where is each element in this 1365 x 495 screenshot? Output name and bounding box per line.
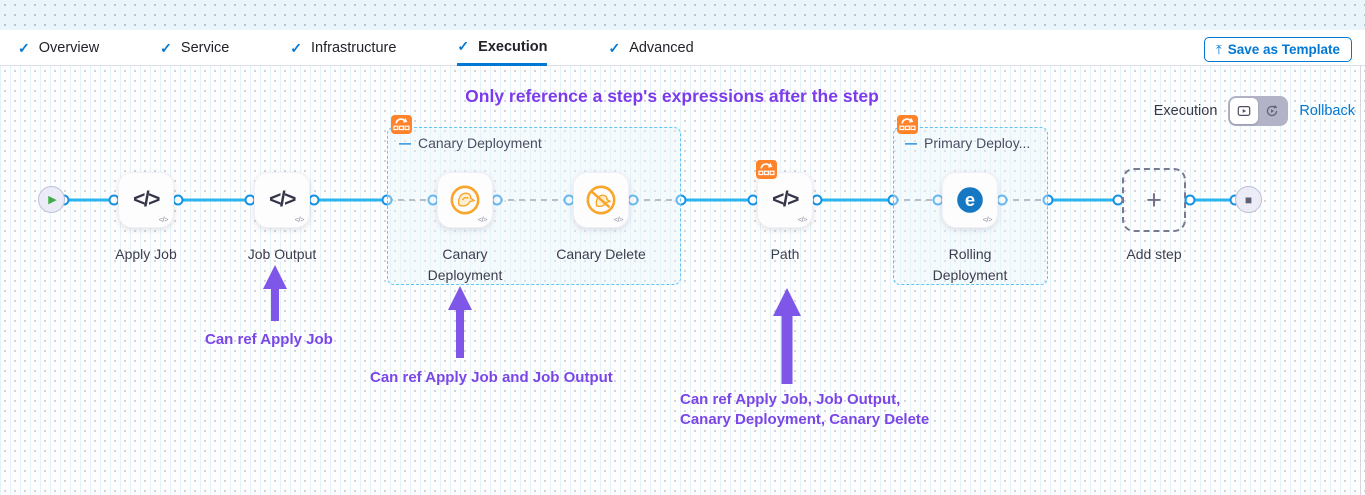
execution-rollback-toggle[interactable] (1228, 96, 1289, 126)
rollback-view-icon (1267, 105, 1278, 117)
tab-execution[interactable]: ✓ Execution (457, 30, 548, 66)
add-step-button[interactable]: + (1122, 168, 1186, 232)
annotation-title: Only reference a step's expressions afte… (465, 86, 879, 106)
code-badge-icon: </> (477, 215, 488, 224)
step-label: Job Output (247, 246, 317, 262)
step-path[interactable]: </> </> (756, 160, 813, 228)
code-icon: </> (133, 188, 160, 211)
code-badge-icon: </> (982, 215, 993, 224)
step-group-icon (897, 115, 918, 134)
annotation-note-2: Can ref Apply Job and Job Output (370, 369, 613, 386)
code-icon: </> (269, 188, 296, 211)
canvas-top-margin (0, 0, 1365, 30)
step-group-icon (391, 115, 412, 134)
step-label: Apply Job (115, 246, 177, 262)
group-name: Primary Deploy... (924, 135, 1031, 151)
tab-label: Overview (38, 40, 100, 56)
pipeline-connectors (58, 194, 1241, 206)
annotation-note-3: Can ref Apply Job, Job Output, Canary De… (680, 390, 929, 429)
check-icon: ✓ (608, 39, 621, 56)
pipeline-canvas[interactable]: Only reference a step's expressions afte… (0, 66, 1365, 495)
plus-icon: + (1146, 184, 1162, 215)
step-label: Path (770, 246, 800, 262)
tab-overview[interactable]: ✓ Overview (18, 30, 99, 66)
check-icon: ✓ (290, 39, 302, 56)
step-label: Canary Delete (556, 246, 646, 262)
step-group-icon (756, 160, 777, 179)
execution-view-icon (1238, 106, 1251, 116)
group-name: Canary Deployment (418, 135, 542, 151)
step-rolling-deployment[interactable]: e </> (942, 172, 998, 228)
save-as-template-label: Save as Template (1227, 42, 1340, 57)
pipeline-end-node[interactable]: ■ (1235, 186, 1262, 213)
step-job-output[interactable]: </> </> (254, 172, 310, 228)
collapse-icon[interactable]: — (905, 136, 917, 150)
stage-tab-bar: ✓ Overview ✓ Service ✓ Infrastructure ✓ … (0, 30, 1365, 66)
tab-label: Service (180, 40, 230, 56)
check-icon: ✓ (18, 39, 30, 56)
check-icon: ✓ (160, 39, 172, 56)
execution-toggle-row: Execution Rollback (1154, 94, 1355, 128)
svg-text:e: e (965, 189, 975, 210)
step-apply-job[interactable]: </> </> (118, 172, 174, 228)
scrollbar[interactable] (1360, 66, 1361, 495)
canary-delete-icon (586, 185, 616, 215)
step-label: Rolling Deployment (932, 246, 1008, 283)
tab-label: Execution (478, 38, 548, 55)
save-as-template-button[interactable]: ⤒ Save as Template (1203, 37, 1352, 62)
step-canary-deployment[interactable]: </> (437, 172, 493, 228)
tab-service[interactable]: ✓ Service (160, 30, 229, 66)
code-icon: </> (772, 188, 799, 211)
tab-advanced[interactable]: ✓ Advanced (608, 30, 693, 66)
play-icon: ▶ (48, 194, 57, 206)
add-step-label: Add step (1126, 246, 1182, 262)
collapse-icon[interactable]: — (399, 136, 411, 150)
pipeline-start-node[interactable]: ▶ (38, 186, 65, 213)
annotation-arrow-up (263, 265, 287, 321)
step-group-canary-deployment[interactable]: — Canary Deployment (387, 115, 681, 285)
annotation-arrow-up (448, 286, 472, 358)
code-badge-icon: </> (797, 215, 808, 224)
rolling-deployment-icon: e (957, 187, 983, 213)
tab-infrastructure[interactable]: ✓ Infrastructure (290, 30, 396, 66)
annotation-note-1: Can ref Apply Job (205, 331, 333, 348)
code-badge-icon: </> (613, 215, 624, 224)
tab-label: Infrastructure (311, 40, 397, 56)
step-canary-delete[interactable]: </> (573, 172, 629, 228)
step-label: Canary Deployment (427, 246, 503, 283)
rollback-view-button[interactable] (1258, 98, 1286, 124)
group-header: — Canary Deployment (399, 135, 680, 151)
execution-label: Execution (1153, 103, 1218, 119)
tab-label: Advanced (629, 40, 694, 56)
code-badge-icon: </> (158, 215, 169, 224)
annotation-note-3-line-1: Can ref Apply Job, Job Output, (680, 391, 901, 408)
annotation-arrow-up (773, 288, 801, 384)
annotation-note-3-line-2: Canary Deployment, Canary Delete (680, 410, 930, 428)
code-badge-icon: </> (294, 215, 305, 224)
check-icon: ✓ (457, 38, 470, 54)
stop-icon: ■ (1244, 192, 1253, 207)
execution-view-button[interactable] (1230, 98, 1259, 124)
rollback-link[interactable]: Rollback (1299, 103, 1355, 119)
group-header: — Primary Deploy... (905, 135, 1047, 151)
canary-icon (450, 185, 480, 215)
upload-icon: ⤒ (1215, 41, 1222, 57)
